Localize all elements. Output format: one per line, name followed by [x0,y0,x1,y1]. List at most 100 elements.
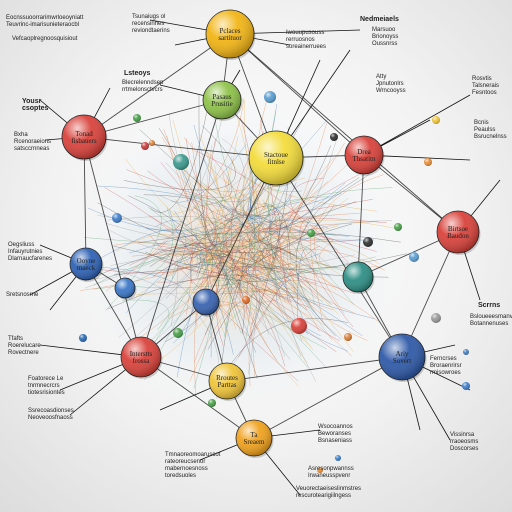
mesh-line [174,210,375,320]
mesh-line [211,216,320,332]
node-teal [342,261,375,294]
mesh-line [183,170,287,210]
mesh-line [196,150,366,284]
edge [226,356,403,382]
mesh-line [268,182,346,235]
mesh-line [251,215,316,243]
edge [140,99,223,358]
mesh-line [125,248,202,314]
node-shine [437,211,479,253]
small-node-shine [307,229,315,237]
mesh-line [262,200,355,305]
node-label-line: Rroutes [216,374,238,382]
small-node-shine [242,296,250,304]
mesh-line [235,196,374,216]
node-label-line: Sovert [393,357,411,365]
mesh-line [297,247,318,320]
node-label-line: Parttas [217,381,236,389]
mesh-line [214,241,271,306]
node-label-line: fitnlse [267,158,285,166]
edge [83,33,231,138]
node-label-line: Ta [251,431,259,439]
mesh-line [227,179,329,266]
mesh-line [205,138,233,317]
node-label-line: Birtsoe [448,225,468,233]
node-shine [121,337,161,377]
node-label-line: sartituor [218,34,242,42]
mesh-line [196,222,291,241]
small-node-shine [335,455,341,461]
small-node-shine [409,252,419,262]
small-nodes [79,91,470,473]
mesh-line [107,274,294,310]
node-label-line: Pasaus [212,93,231,101]
node-shine [115,278,135,298]
small-node-shine [462,382,470,390]
leader-line [363,94,471,156]
mesh-line [291,217,387,252]
node-label-line: Pclaces [220,27,241,35]
node-label-line: Prusitie [211,100,232,108]
mesh-line [149,196,248,368]
small-node-shine [149,140,155,146]
mesh-line [218,247,300,396]
mesh-line [314,174,384,314]
mesh-line [222,142,345,229]
node-label-line: fisbauers [71,137,97,145]
mesh-line [135,286,190,371]
mesh-line [254,251,310,308]
small-node-shine [133,114,141,122]
mesh-line [237,283,286,357]
mesh-line [242,250,308,291]
edge [83,136,277,159]
node-label-line: Interstts [130,350,153,358]
node-shine [206,10,254,58]
node-label-line: frossa [133,357,151,365]
small-node-shine [424,158,432,166]
node-shine [70,248,102,280]
mesh-line [143,194,205,227]
mesh-line [113,242,353,357]
small-node-shine [173,328,183,338]
node-label-line: Stactoue [264,151,288,159]
node-shine [249,131,303,185]
mesh-line [129,242,241,299]
mesh-line [259,145,332,262]
edge [357,154,365,278]
mesh-line [202,187,393,278]
small-node-shine [208,399,216,407]
node-label-line: maeck [77,264,96,272]
node-shine [345,136,383,174]
node-shine [62,115,106,159]
mesh-line [105,98,245,292]
mesh-line [171,257,327,368]
mesh-line [192,176,314,313]
small-node-shine [330,133,338,141]
mesh-line [110,229,250,266]
mesh-line [234,198,257,246]
mesh-line [165,118,329,299]
mesh-line [215,174,247,285]
mesh-line [217,136,239,243]
small-node-shine [141,142,149,150]
mesh-line [129,220,329,254]
small-node-shine [264,91,276,103]
mesh-line [125,158,328,327]
edge [83,99,223,138]
edge [140,356,255,439]
small-node-shine [431,313,441,323]
mesh-line [247,204,348,352]
node-shine [236,420,272,456]
node-label-line: Ooyne [77,257,96,265]
